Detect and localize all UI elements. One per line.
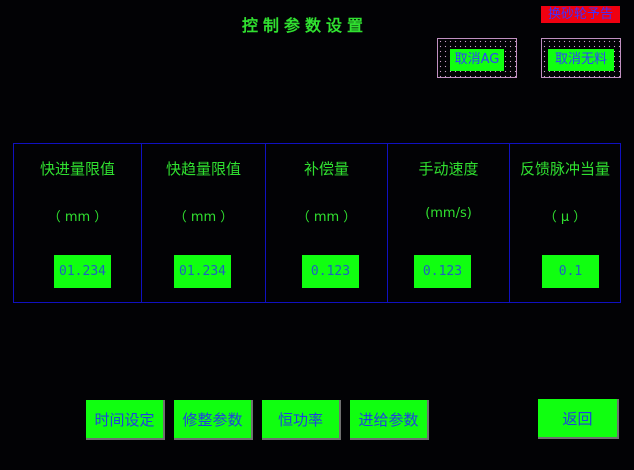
- constant-power-button[interactable]: 恒功率: [262, 400, 341, 440]
- param-label: 反馈脉冲当量: [519, 160, 610, 178]
- param-pulse-equivalent: 反馈脉冲当量 （ μ ） 0.1: [510, 144, 620, 302]
- param-rapid-feed: 快进量限值 （ mm ） 01.234: [14, 144, 142, 302]
- cancel-material-button[interactable]: 取消无料: [541, 38, 621, 78]
- back-button[interactable]: 返回: [538, 399, 619, 439]
- param-unit: （ mm ）: [47, 210, 108, 225]
- param-value-input[interactable]: 0.1: [542, 255, 599, 288]
- cancel-ag-label: 取消AG: [450, 49, 504, 71]
- param-value-input[interactable]: 01.234: [54, 255, 111, 288]
- page-title: 控制参数设置: [241, 16, 368, 35]
- param-compensation: 补偿量 （ mm ） 0.123: [266, 144, 388, 302]
- param-unit: （ mm ）: [296, 210, 357, 225]
- param-label: 快趋量限值: [165, 160, 241, 178]
- param-unit: (mm/s): [425, 206, 472, 221]
- dressing-params-button[interactable]: 修整参数: [174, 400, 253, 440]
- time-settings-button[interactable]: 时间设定: [86, 400, 165, 440]
- param-manual-speed: 手动速度 (mm/s) 0.123: [388, 144, 510, 302]
- param-unit: （ mm ）: [173, 210, 234, 225]
- feed-params-button[interactable]: 进给参数: [350, 400, 429, 440]
- param-rapid-approach: 快趋量限值 （ mm ） 01.234: [142, 144, 266, 302]
- param-value-input[interactable]: 0.123: [414, 255, 471, 288]
- param-label: 快进量限值: [39, 160, 115, 178]
- param-unit: （ μ ）: [543, 210, 587, 225]
- params-panel: 快进量限值 （ mm ） 01.234 快趋量限值 （ mm ） 01.234 …: [13, 143, 621, 303]
- param-value-input[interactable]: 0.123: [302, 255, 359, 288]
- param-label: 手动速度: [418, 160, 479, 178]
- cancel-material-label: 取消无料: [548, 49, 614, 71]
- param-value-input[interactable]: 01.234: [174, 255, 231, 288]
- cancel-ag-button[interactable]: 取消AG: [437, 38, 517, 78]
- wheel-change-alarm: 换砂轮予告: [541, 6, 620, 23]
- param-label: 补偿量: [303, 160, 349, 178]
